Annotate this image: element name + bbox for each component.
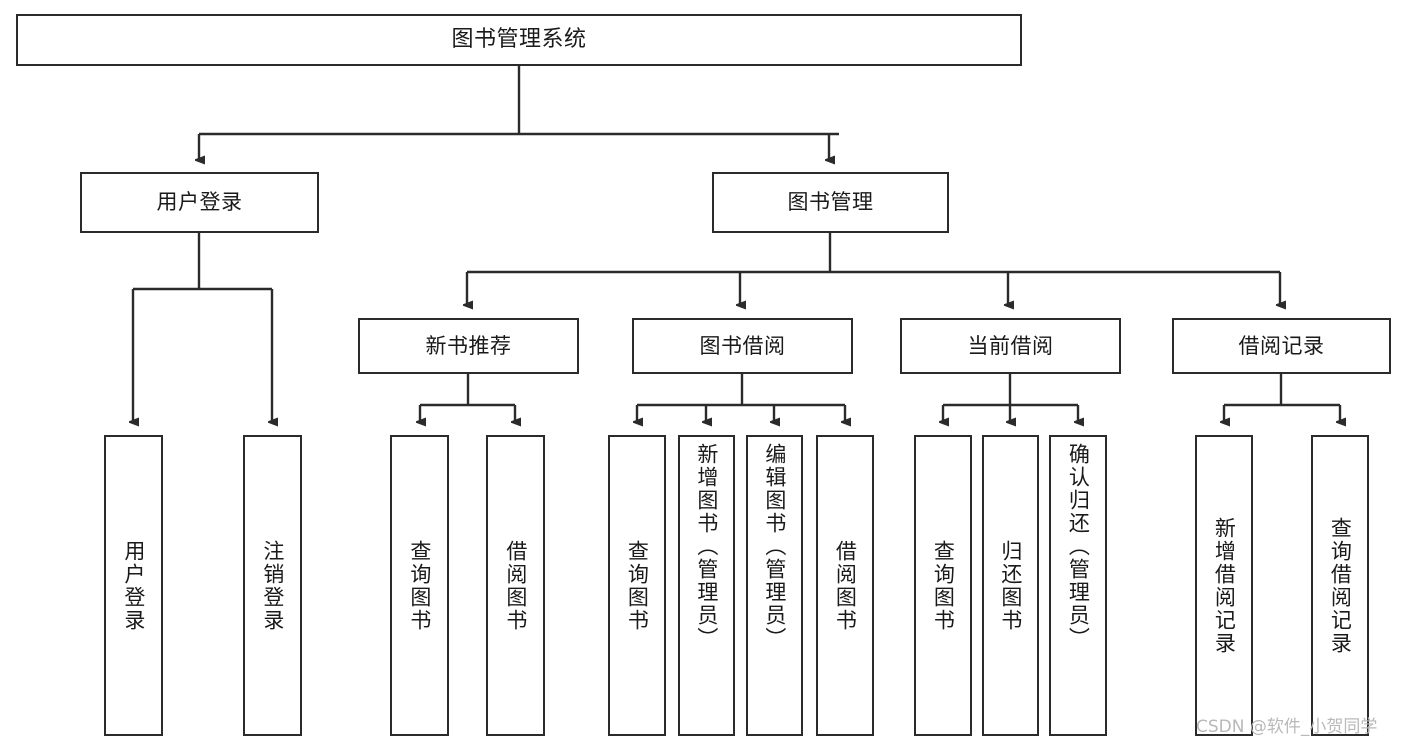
node-label: 确认归还（管理员） xyxy=(1066,443,1091,650)
leaf-recommend-borrow-book[interactable]: 借阅图书 xyxy=(486,435,545,736)
node-label: 新增图书（管理员） xyxy=(694,443,719,650)
node-book-borrow[interactable]: 图书借阅 xyxy=(632,318,853,374)
node-label: 查询图书 xyxy=(931,539,956,632)
leaf-borrow-add-book-admin[interactable]: 新增图书（管理员） xyxy=(678,435,735,736)
leaf-current-confirm-return-admin[interactable]: 确认归还（管理员） xyxy=(1049,435,1107,736)
node-label: 当前借阅 xyxy=(967,333,1054,358)
node-label: 注销登录 xyxy=(260,539,285,632)
leaf-logout-login[interactable]: 注销登录 xyxy=(243,435,302,736)
node-borrow-records[interactable]: 借阅记录 xyxy=(1172,318,1391,374)
node-new-book-recommend[interactable]: 新书推荐 xyxy=(358,318,579,374)
node-label: 编辑图书（管理员） xyxy=(762,443,787,650)
node-label: 借阅图书 xyxy=(833,539,858,632)
node-label: 新书推荐 xyxy=(425,333,512,358)
leaf-borrow-borrow-book[interactable]: 借阅图书 xyxy=(816,435,874,736)
leaf-current-query-book[interactable]: 查询图书 xyxy=(914,435,972,736)
node-label: 查询图书 xyxy=(407,539,432,632)
node-label: 归还图书 xyxy=(998,539,1023,632)
leaf-recommend-query-book[interactable]: 查询图书 xyxy=(390,435,449,736)
leaf-records-add-record[interactable]: 新增借阅记录 xyxy=(1195,435,1253,736)
node-label: 借阅记录 xyxy=(1238,333,1325,358)
node-label: 借阅图书 xyxy=(503,539,528,632)
node-root-library-management-system[interactable]: 图书管理系统 xyxy=(16,14,1022,66)
node-label: 用户登录 xyxy=(156,190,243,215)
leaf-borrow-edit-book-admin[interactable]: 编辑图书（管理员） xyxy=(746,435,803,736)
node-label: 新增借阅记录 xyxy=(1212,516,1237,655)
node-label: 图书管理系统 xyxy=(451,27,587,53)
csdn-watermark: CSDN @软件_小贺同学 xyxy=(1196,717,1378,737)
leaf-user-login[interactable]: 用户登录 xyxy=(104,435,163,736)
node-label: 图书借阅 xyxy=(699,333,786,358)
node-label: 查询借阅记录 xyxy=(1328,516,1353,655)
node-current-borrow[interactable]: 当前借阅 xyxy=(900,318,1121,374)
node-label: 图书管理 xyxy=(787,190,874,215)
node-label: 查询图书 xyxy=(625,539,650,632)
leaf-records-query-record[interactable]: 查询借阅记录 xyxy=(1311,435,1369,736)
node-book-management[interactable]: 图书管理 xyxy=(712,172,949,233)
node-label: 用户登录 xyxy=(121,539,146,632)
node-user-login[interactable]: 用户登录 xyxy=(80,172,319,233)
leaf-borrow-query-book[interactable]: 查询图书 xyxy=(608,435,666,736)
leaf-current-return-book[interactable]: 归还图书 xyxy=(982,435,1039,736)
